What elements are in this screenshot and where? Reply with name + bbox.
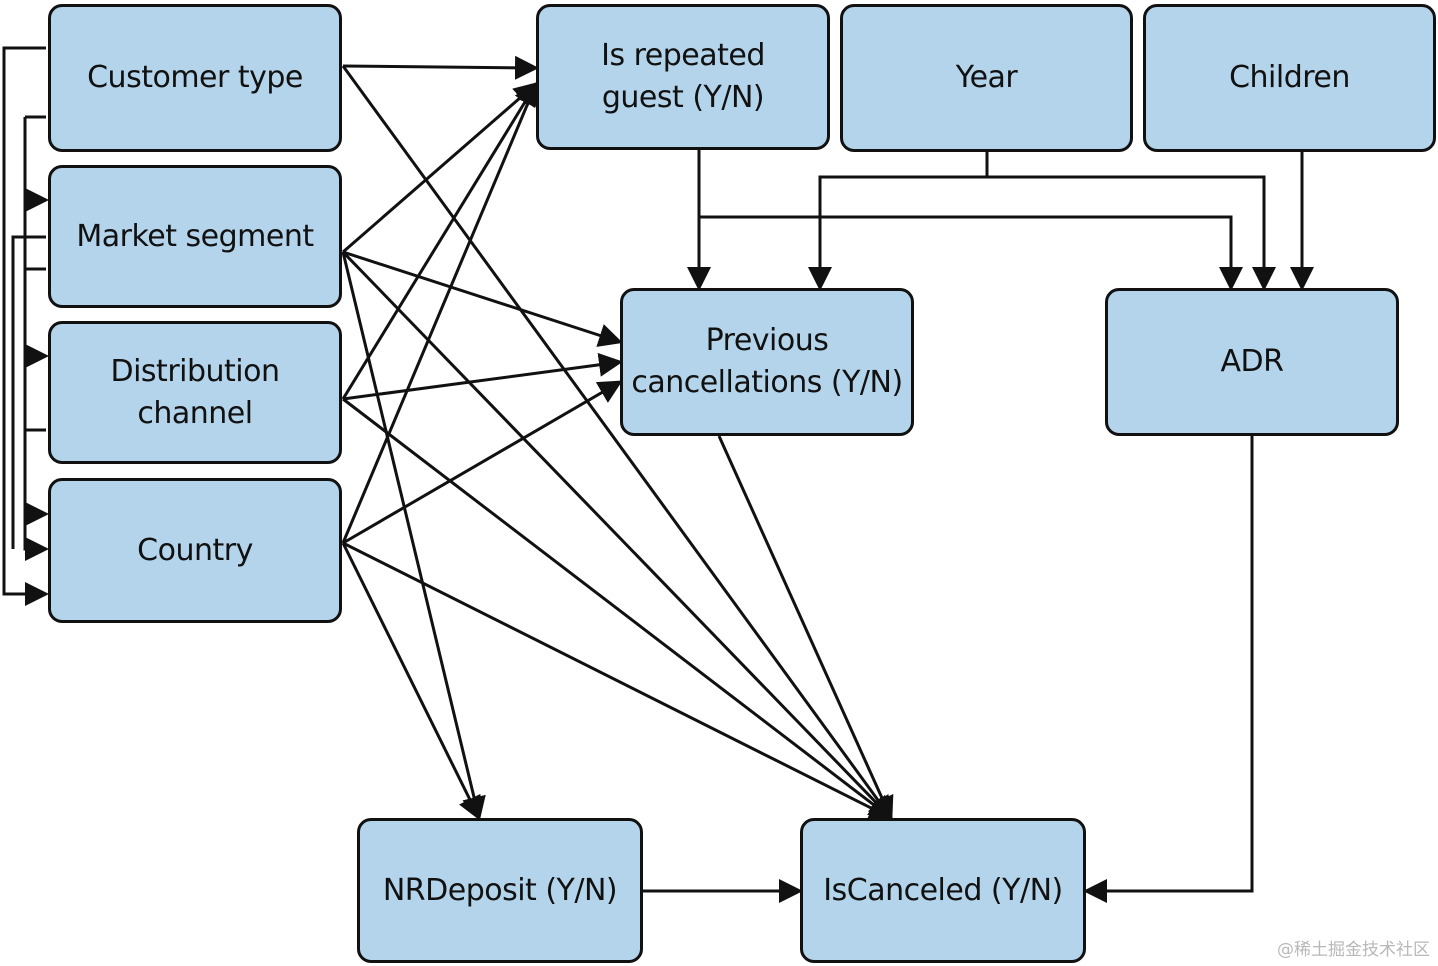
edge-distribution-channel-to-is-repeated-guest bbox=[341, 81, 538, 400]
node-country: Country bbox=[48, 478, 342, 623]
node-label: Is repeated guest (Y/N) bbox=[601, 38, 765, 115]
edge-distribution-channel-to-previous-cancellations bbox=[342, 352, 623, 401]
edge-previous-cancellations-to-is-canceled bbox=[717, 435, 894, 821]
node-customer-type: Customer type bbox=[48, 4, 342, 152]
edge-customer-type-to-is-canceled bbox=[341, 65, 893, 821]
node-label: Market segment bbox=[76, 218, 314, 254]
edge-country-to-is-repeated-guest bbox=[341, 81, 539, 544]
node-label: Year bbox=[955, 60, 1018, 95]
node-label: Children bbox=[1229, 60, 1350, 95]
edge-country-to-is-canceled bbox=[342, 541, 894, 820]
bracket-connector-2 bbox=[23, 117, 49, 561]
bracket-connector-1 bbox=[2, 46, 49, 606]
edge-is-repeated-guest-to-adr bbox=[699, 215, 1243, 291]
edge-distribution-channel-to-is-canceled bbox=[342, 397, 894, 820]
node-label: Customer type bbox=[87, 60, 303, 95]
node-label: IsCanceled (Y/N) bbox=[823, 872, 1063, 908]
edge-country-to-previous-cancellations bbox=[342, 380, 623, 545]
node-year: Year bbox=[840, 4, 1133, 152]
watermark: @稀土掘金技术社区 bbox=[1277, 940, 1430, 960]
edge-market-segment-to-is-canceled bbox=[341, 250, 894, 821]
bracket-connector-5 bbox=[11, 235, 46, 549]
edge-adr-to-is-canceled bbox=[1083, 436, 1254, 903]
node-is-canceled: IsCanceled (Y/N) bbox=[800, 818, 1086, 963]
edge-market-segment-to-is-repeated-guest bbox=[342, 82, 539, 254]
edge-customer-type-to-is-repeated-guest bbox=[342, 55, 539, 80]
node-label: Distribution channel bbox=[110, 353, 280, 431]
node-previous-cancellations: Previous cancellations (Y/N) bbox=[620, 288, 914, 436]
edge-market-segment-to-nrdeposit bbox=[341, 251, 486, 821]
edge-year-to-previous-cancellations bbox=[808, 152, 989, 291]
node-adr: ADR bbox=[1105, 288, 1399, 436]
node-label: ADR bbox=[1220, 344, 1284, 379]
node-distribution-channel: Distribution channel bbox=[48, 321, 342, 464]
node-label: NRDeposit (Y/N) bbox=[382, 872, 618, 908]
node-market-segment: Market segment bbox=[48, 165, 342, 308]
node-label: Country bbox=[137, 532, 253, 568]
edge-market-segment-to-previous-cancellations bbox=[342, 250, 623, 347]
edge-country-to-nrdeposit bbox=[341, 542, 481, 821]
node-is-repeated-guest: Is repeated guest (Y/N) bbox=[536, 4, 830, 150]
node-label: Previous cancellations (Y/N) bbox=[631, 323, 903, 400]
node-children: Children bbox=[1143, 4, 1436, 152]
node-nrdeposit: NRDeposit (Y/N) bbox=[357, 818, 643, 963]
edge-year-to-adr bbox=[987, 175, 1276, 291]
